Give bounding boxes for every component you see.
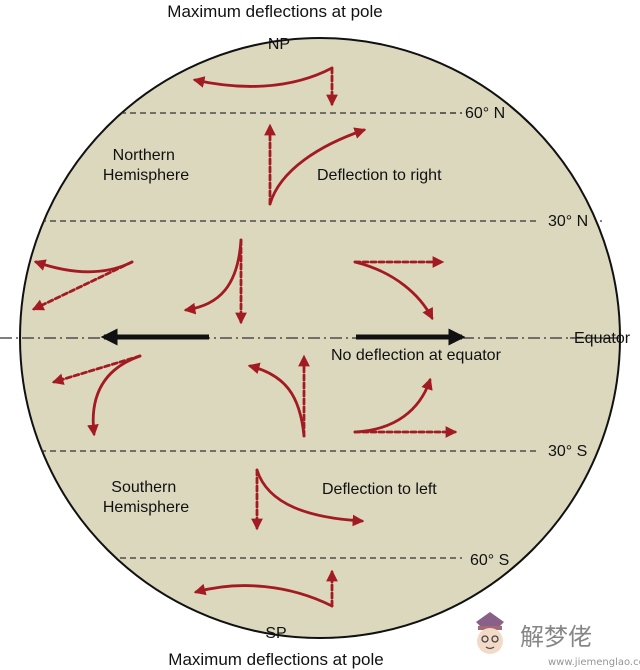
sp-deflected-arrow — [193, 583, 334, 608]
deflection-right-label: Deflection to right — [317, 167, 442, 184]
lc-deflected-arrow — [247, 362, 306, 438]
latitude-label-60n: 60° N — [465, 105, 505, 122]
np-deflected-arrow — [192, 66, 334, 88]
pole-south-label: SP — [265, 625, 286, 642]
southern-hemisphere-line2: Hemisphere — [103, 499, 189, 516]
ul-intended-arrow — [31, 260, 134, 311]
equator-label: Equator — [574, 330, 631, 347]
pole-north-label: NP — [268, 36, 290, 53]
sh-deflected-arrow — [255, 468, 365, 527]
watermark-url: www.jiemenglao.com — [548, 657, 640, 668]
title-top: Maximum deflections at pole — [167, 2, 382, 21]
deflection-left-label: Deflection to left — [322, 481, 437, 498]
northern-hemisphere-line1: Northern — [113, 147, 175, 164]
latitude-label-30s: 30° S — [548, 443, 587, 460]
ll-intended-arrow — [51, 354, 142, 385]
nh-deflected-arrow — [268, 127, 367, 206]
watermark-brand: 解梦佬 — [520, 623, 592, 651]
southern-hemisphere-line1: Southern — [111, 479, 176, 496]
latitude-label-30n: 30° N — [548, 213, 588, 230]
no-deflection-label: No deflection at equator — [331, 347, 502, 364]
watermark-logo-icon — [476, 612, 504, 654]
latitude-label-60s: 60° S — [470, 552, 509, 569]
uc-deflected-arrow — [183, 238, 243, 315]
ur-deflected-arrow — [353, 260, 434, 321]
northern-hemisphere-label: Northern Hemisphere — [103, 147, 189, 184]
title-bottom: Maximum deflections at pole — [168, 650, 383, 669]
southern-hemisphere-label: Southern Hemisphere — [103, 479, 189, 516]
ll-deflected-arrow — [87, 354, 142, 437]
northern-hemisphere-line2: Hemisphere — [103, 167, 189, 184]
watermark: 解梦佬 www.jiemenglao.com — [476, 612, 640, 668]
